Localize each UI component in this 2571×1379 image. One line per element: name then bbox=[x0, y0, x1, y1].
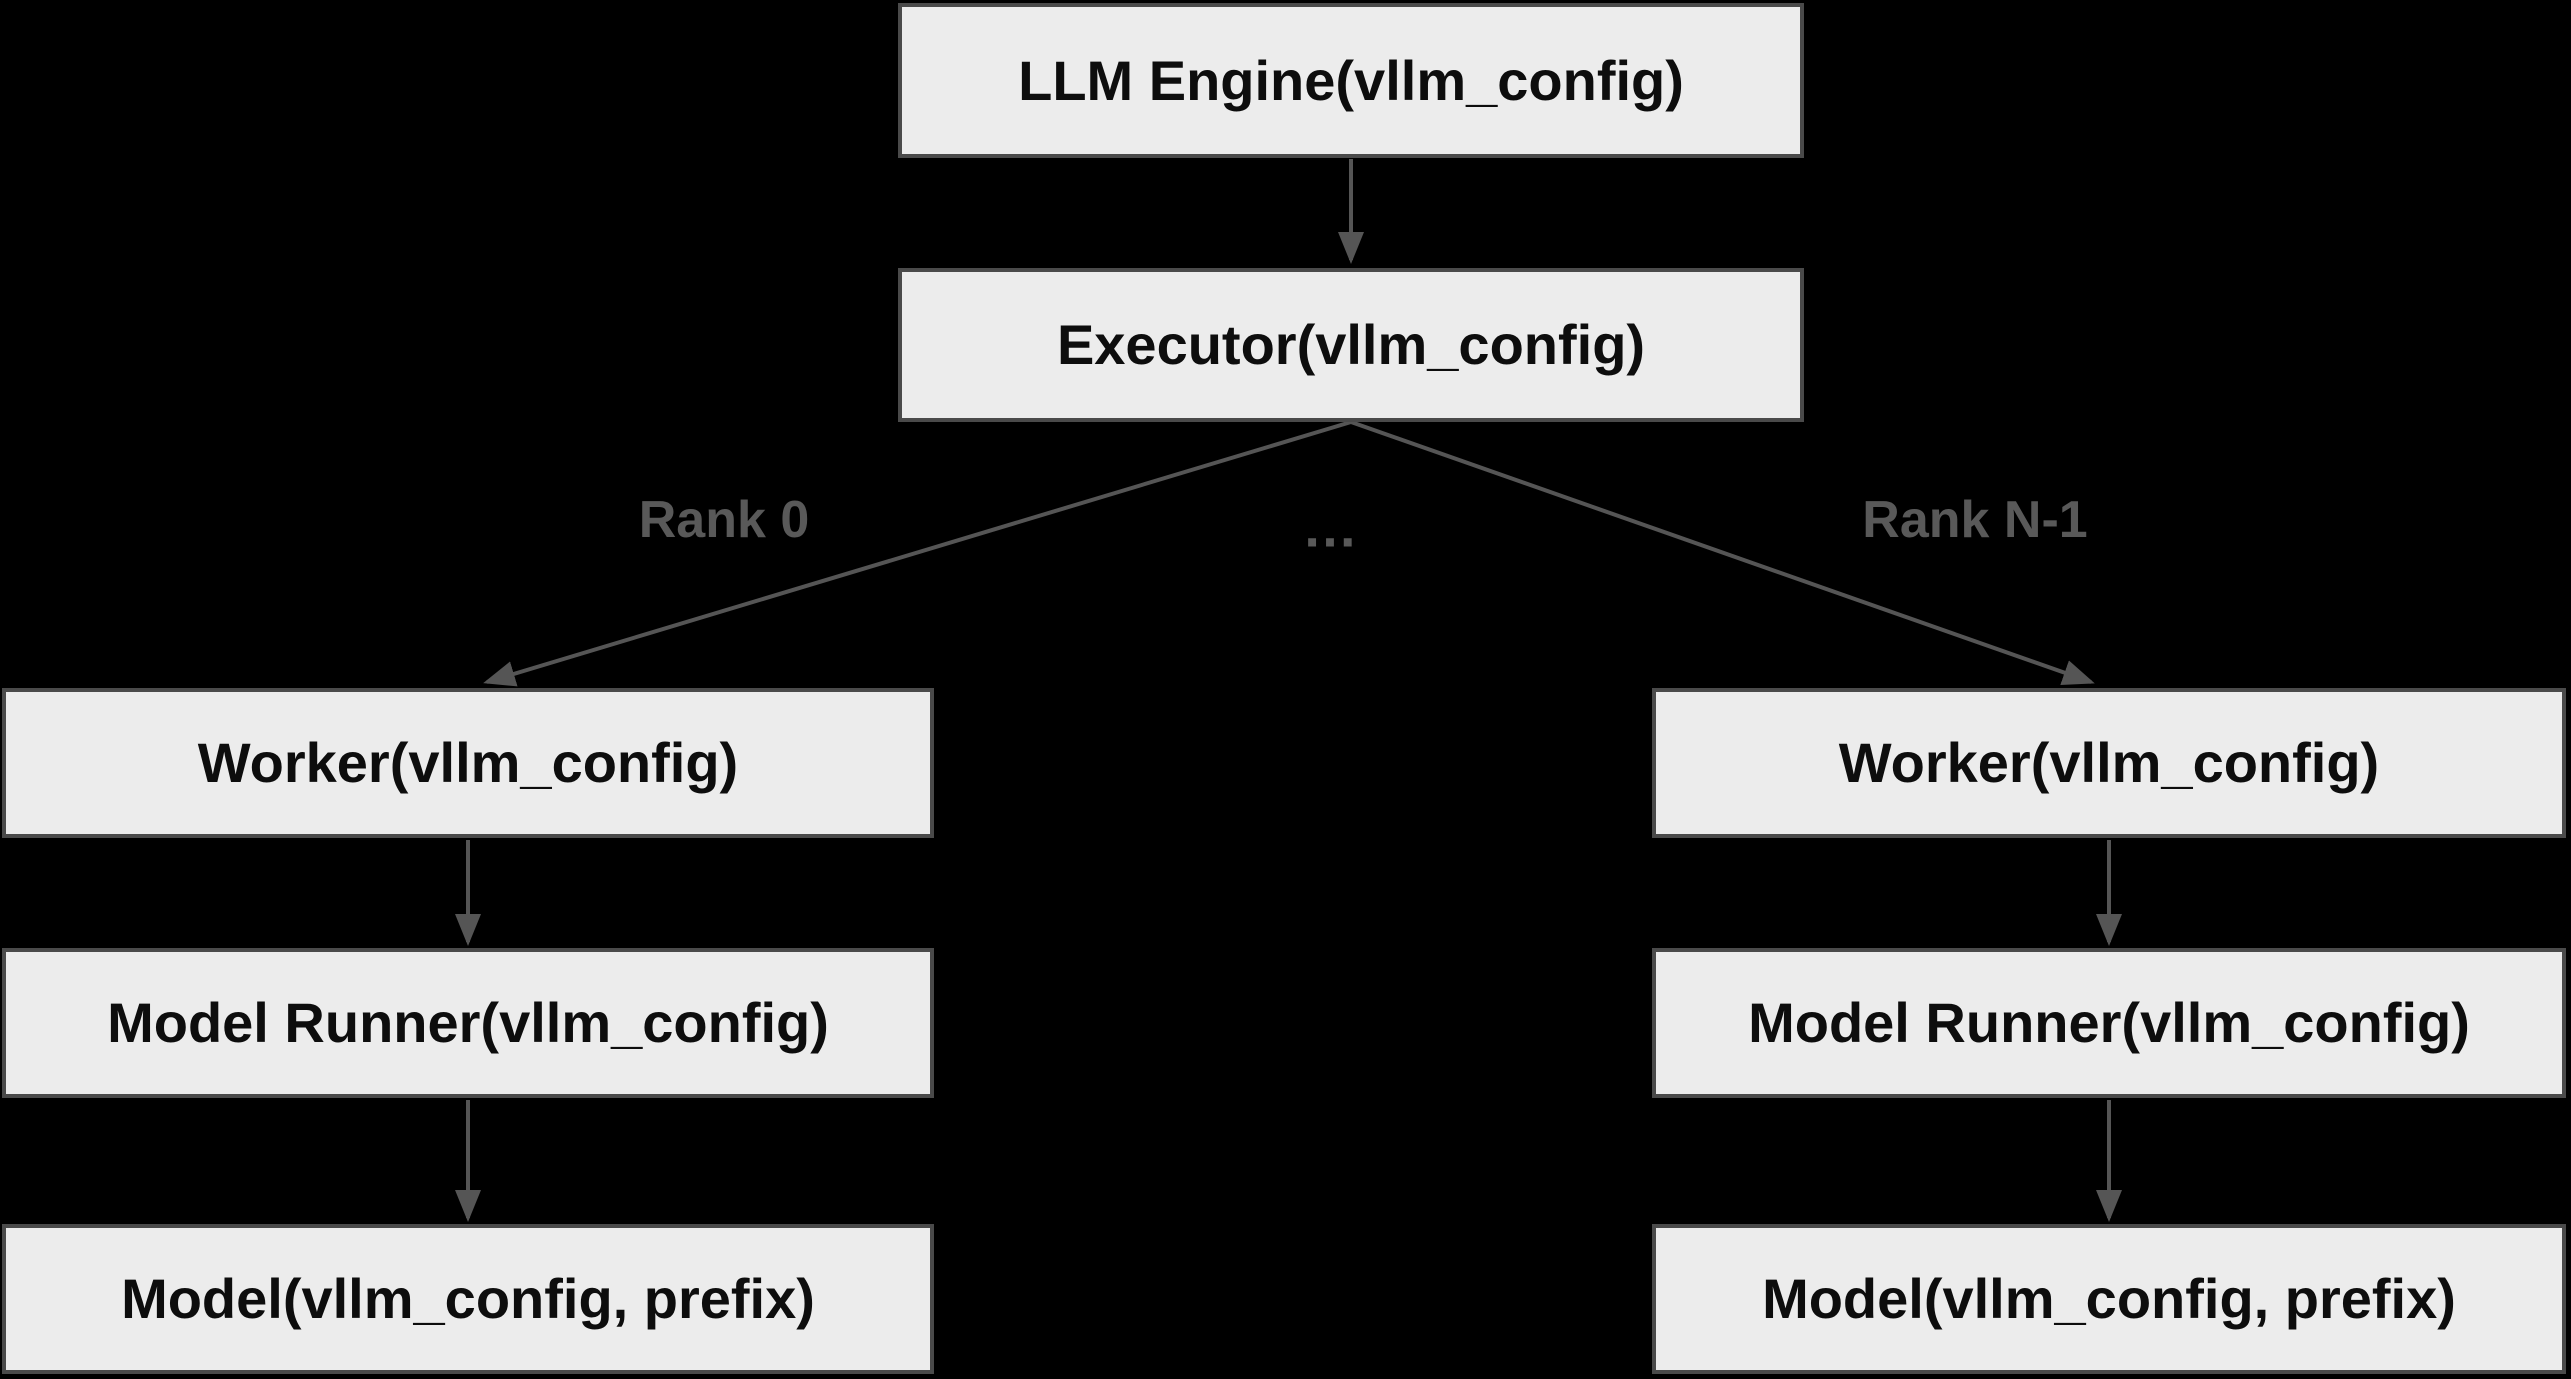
node-worker-rank-n-1: Worker(vllm_config) bbox=[1652, 688, 2566, 838]
node-llm-engine: LLM Engine(vllm_config) bbox=[898, 3, 1804, 158]
edge-executor-to-worker-right bbox=[1350, 420, 2095, 685]
node-executor-label: Executor(vllm_config) bbox=[1056, 313, 1646, 377]
node-worker-rank-n-1-label: Worker(vllm_config) bbox=[1838, 731, 2380, 795]
node-model-runner-rank-n-1: Model Runner(vllm_config) bbox=[1652, 948, 2566, 1098]
node-model-rank-0: Model(vllm_config, prefix) bbox=[2, 1224, 934, 1374]
node-model-rank-0-label: Model(vllm_config, prefix) bbox=[121, 1267, 815, 1331]
node-model-runner-rank-0: Model Runner(vllm_config) bbox=[2, 948, 934, 1098]
node-model-rank-n-1: Model(vllm_config, prefix) bbox=[1652, 1224, 2566, 1374]
node-model-rank-n-1-label: Model(vllm_config, prefix) bbox=[1762, 1267, 2456, 1331]
node-model-runner-rank-0-label: Model Runner(vllm_config) bbox=[107, 991, 829, 1055]
node-executor: Executor(vllm_config) bbox=[898, 268, 1804, 422]
edge-label-ellipsis: … bbox=[1302, 495, 1360, 559]
node-model-runner-rank-n-1-label: Model Runner(vllm_config) bbox=[1748, 991, 2470, 1055]
edge-label-rank-0: Rank 0 bbox=[638, 491, 810, 549]
node-worker-rank-0: Worker(vllm_config) bbox=[2, 688, 934, 838]
edge-executor-to-worker-left bbox=[483, 420, 1352, 687]
node-llm-engine-label: LLM Engine(vllm_config) bbox=[1018, 48, 1684, 112]
edge-label-rank-n-1: Rank N-1 bbox=[1862, 491, 2088, 549]
node-worker-rank-0-label: Worker(vllm_config) bbox=[197, 731, 739, 795]
